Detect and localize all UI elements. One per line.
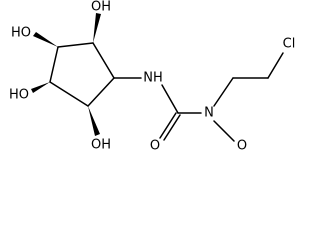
ring-bond-c1-c2 xyxy=(57,42,94,48)
atom-label-cl: Cl xyxy=(283,37,296,52)
bond-ch2-to-cl xyxy=(267,52,284,79)
ring-bond-c2-c3 xyxy=(49,46,59,83)
atom-label-ho-lower-left: HO xyxy=(9,88,29,103)
wedge-bond-ho-lower-left xyxy=(31,82,50,93)
bond-n-to-nitroso-o xyxy=(213,120,235,142)
atom-label-oh-bottom: OH xyxy=(91,138,111,153)
atom-label-o-carbonyl: O xyxy=(150,139,160,154)
stereo-wedges xyxy=(31,13,101,136)
ring-bond-c5-c1 xyxy=(92,42,115,79)
wedge-bond-oh-top-right xyxy=(93,13,101,43)
carbonyl-double-bond-a xyxy=(159,112,177,139)
wedge-bond-oh-bottom xyxy=(88,106,100,136)
atom-label-oh-top-right: OH xyxy=(91,0,111,15)
wedge-bond-ho-upper-left xyxy=(33,32,58,47)
atom-label-o-nitroso: O xyxy=(237,139,247,154)
chemical-structure: OH HO HO OH NH N O O Cl xyxy=(9,0,295,154)
nitrosourea-chain xyxy=(113,52,284,142)
ring-bond-c4-c5 xyxy=(87,77,115,107)
carbonyl-double-bond-b xyxy=(163,114,181,141)
atom-labels: OH HO HO OH NH N O O Cl xyxy=(9,0,295,154)
atom-label-n-nitroso: N xyxy=(204,106,214,121)
bond-nh-to-carbonyl-carbon xyxy=(161,84,179,114)
atom-label-ho-upper-left: HO xyxy=(11,26,31,41)
bond-n-to-ch2 xyxy=(213,77,234,107)
ring-bond-c3-c4 xyxy=(49,81,89,107)
cyclopentane-ring xyxy=(49,42,115,107)
atom-label-nh: NH xyxy=(143,71,163,86)
